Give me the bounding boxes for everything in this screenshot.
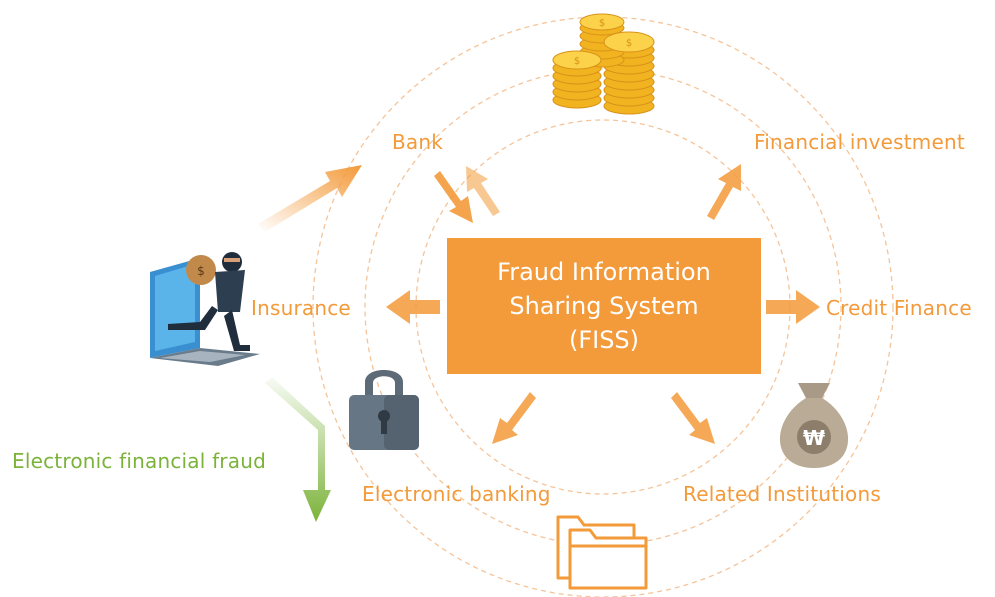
- arrows-bank-exchange: [434, 166, 500, 223]
- node-insurance: Insurance: [251, 296, 351, 320]
- arrow-credit-finance: [766, 290, 820, 324]
- arrow-electronic-banking: [492, 392, 536, 444]
- svg-text:$: $: [574, 56, 580, 67]
- node-electronic-financial-fraud: Electronic financial fraud: [12, 449, 266, 473]
- fiss-title-line3: (FISS): [568, 326, 640, 354]
- node-related-institutions: Related Institutions: [683, 482, 881, 506]
- svg-text:$: $: [197, 264, 205, 278]
- svg-text:₩: ₩: [803, 426, 825, 450]
- thief-laptop-icon: $: [150, 252, 260, 366]
- fiss-center-box: Fraud Information Sharing System (FISS): [447, 238, 761, 374]
- arrow-insurance: [386, 290, 440, 324]
- arrow-financial-investment: [707, 164, 741, 220]
- outer-circle: [312, 16, 894, 597]
- padlock-icon: [349, 370, 419, 450]
- won-money-bag-icon: ₩: [779, 383, 849, 468]
- svg-text:$: $: [626, 38, 632, 49]
- fiss-title-line2: Sharing System: [509, 292, 699, 320]
- node-financial-investment: Financial investment: [754, 130, 965, 154]
- arrow-electronic-financial-fraud: [265, 377, 331, 522]
- folder-icon: [556, 515, 648, 590]
- node-bank: Bank: [392, 130, 444, 154]
- fiss-title-line1: Fraud Information: [497, 258, 711, 286]
- coin-stack-icon: $ $ $: [552, 13, 655, 115]
- node-credit-finance: Credit Finance: [826, 296, 972, 320]
- arrow-related-institutions: [671, 392, 715, 444]
- node-electronic-banking: Electronic banking: [362, 482, 551, 506]
- arrow-thief-to-bank: [258, 165, 362, 232]
- svg-text:$: $: [599, 18, 605, 29]
